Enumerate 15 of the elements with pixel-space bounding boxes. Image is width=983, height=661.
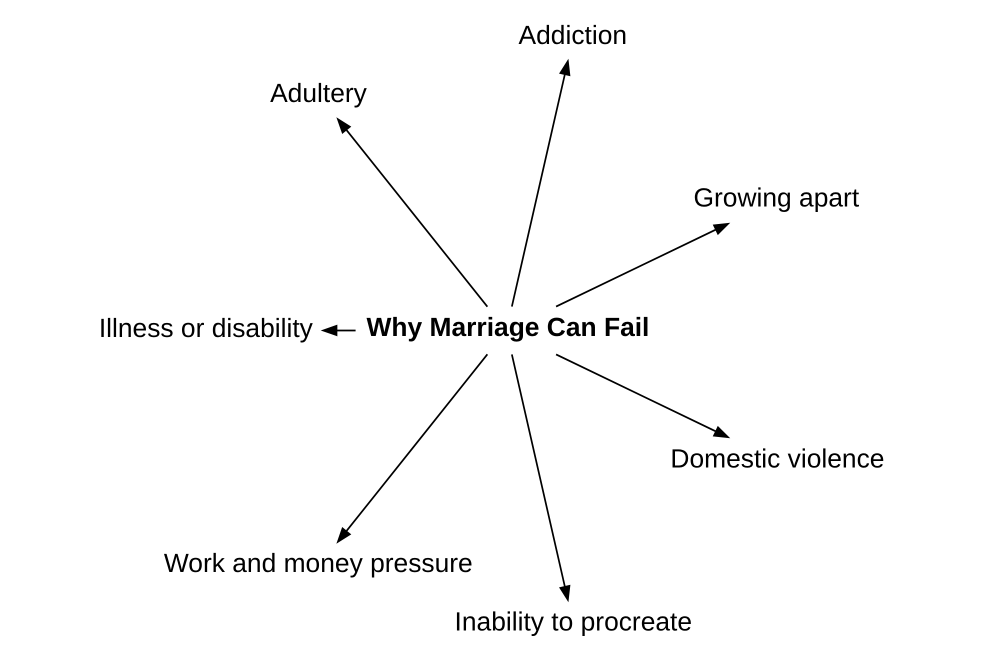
node-text: Adultery xyxy=(270,78,367,108)
arrow xyxy=(511,354,570,602)
arrow xyxy=(336,117,488,308)
node-text: Inability to procreate xyxy=(454,606,692,636)
node-text: Work and money pressure xyxy=(164,548,473,578)
arrow xyxy=(336,354,488,544)
node-text: Addiction xyxy=(518,20,628,50)
node-text: Why Marriage Can Fail xyxy=(366,312,650,342)
arrow xyxy=(556,222,730,308)
arrow xyxy=(320,324,356,336)
arrow xyxy=(556,354,730,438)
arrow xyxy=(511,58,570,307)
node-text: Domestic violence xyxy=(670,444,884,474)
node-text: Illness or disability xyxy=(98,313,313,344)
node-text: Growing apart xyxy=(694,182,860,213)
